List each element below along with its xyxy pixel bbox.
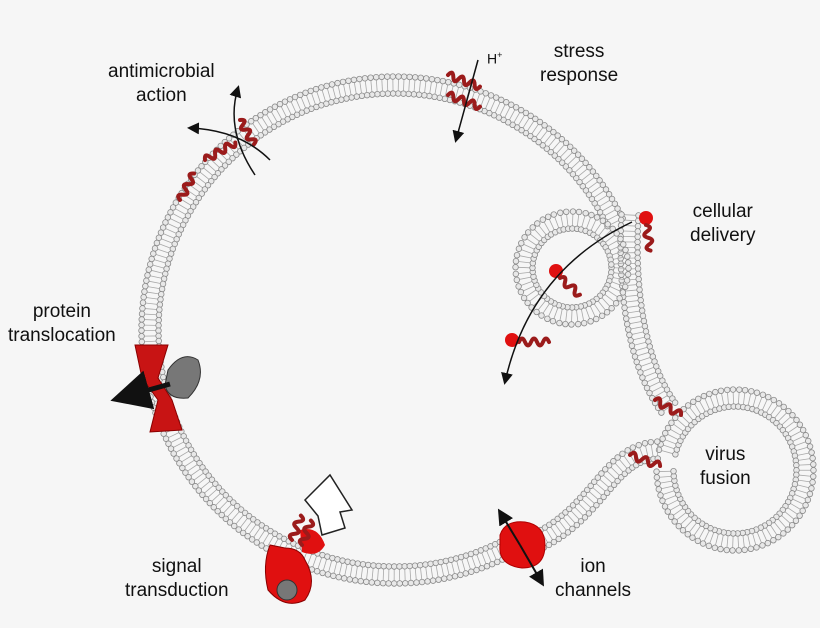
- helix-virus-1: [653, 396, 684, 417]
- translocating-protein: [164, 356, 201, 399]
- virus-membrane-loop: [653, 386, 817, 554]
- cargo-dot-3: [505, 333, 519, 347]
- antimicrobial-arrow-1: [229, 85, 256, 176]
- delivery-helix-1: [642, 223, 655, 253]
- membrane-lower-right: [532, 438, 661, 551]
- lipid-bilayers: [138, 73, 817, 587]
- delivery-arrow: [501, 221, 633, 385]
- signal-helix-2: [297, 518, 316, 547]
- signal-helix-1: [287, 513, 306, 542]
- helix-stress-2: [446, 90, 482, 111]
- antimicrobial-arrow-2: [187, 122, 271, 161]
- membrane-right-side: [617, 211, 679, 416]
- vesicle-membrane: [512, 208, 632, 328]
- ion-channel: [499, 521, 546, 569]
- helix-stress-1: [446, 70, 482, 91]
- ion-arrow-down: [519, 544, 545, 587]
- main-cell-membrane: [138, 73, 626, 587]
- signal-ligand: [276, 579, 298, 601]
- cargo-dot-1: [639, 211, 653, 225]
- membrane-features: [110, 59, 684, 604]
- signal-hollow-arrow: [303, 473, 354, 536]
- translocation-arrow: [110, 370, 171, 410]
- helix-antimicrobial-2: [202, 140, 238, 162]
- ion-arrow-up: [497, 508, 521, 546]
- proton-label: H+: [487, 50, 503, 67]
- delivery-helix-3: [517, 336, 551, 348]
- helix-antimicrobial-3: [238, 117, 258, 147]
- helix-antimicrobial-1: [176, 171, 197, 202]
- delivery-helix-2: [558, 275, 582, 298]
- proton-arrow: [452, 59, 479, 143]
- helix-virus-2: [628, 450, 663, 469]
